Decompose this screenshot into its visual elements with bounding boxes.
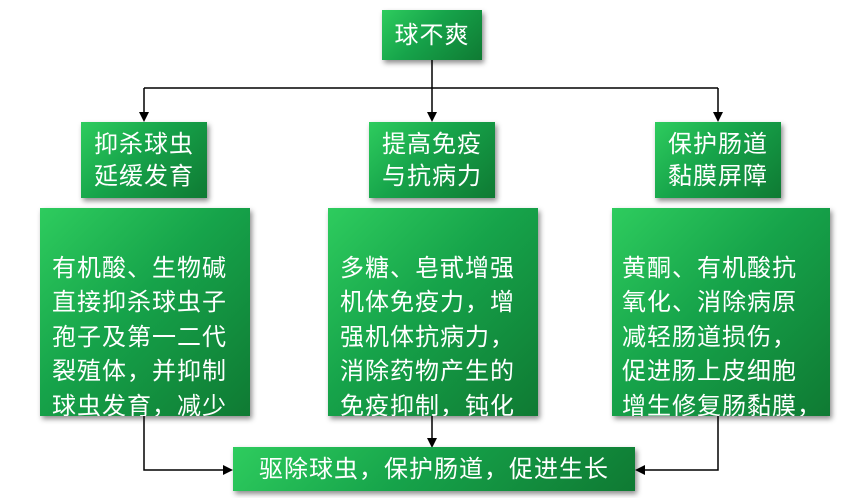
branch-detail-2: 多糖、皂甙增强 机体免疫力，增 强机体抗病力， 消除药物产生的 免疫抑制，钝化 …	[328, 208, 538, 416]
branch-detail-1-text: 有机酸、生物碱 直接抑杀球虫子 孢子及第一二代 裂殖体，并抑制 球虫发育，减少 …	[52, 253, 227, 417]
arrow-left-to-result	[143, 416, 233, 475]
root-node-label: 球不爽	[394, 21, 470, 49]
branch-title-3: 保护肠道 黏膜屏障	[655, 122, 781, 198]
branch-detail-3: 黄酮、有机酸抗 氧化、消除病原 减轻肠道损伤， 促进肠上皮细胞 增生修复肠黏膜，…	[612, 208, 830, 416]
branch-detail-3-text: 黄酮、有机酸抗 氧化、消除病原 减轻肠道损伤， 促进肠上皮细胞 增生修复肠黏膜，…	[622, 253, 822, 417]
result-node: 驱除球虫，保护肠道，促进生长	[233, 447, 635, 491]
branch-title-2: 提高免疫 与抗病力	[369, 122, 495, 198]
branch-detail-2-text: 多糖、皂甙增强 机体免疫力，增 强机体抗病力， 消除药物产生的 免疫抑制，钝化 …	[340, 253, 515, 417]
branch-detail-1: 有机酸、生物碱 直接抑杀球虫子 孢子及第一二代 裂殖体，并抑制 球虫发育，减少 …	[40, 208, 250, 416]
branch-title-1-label: 抑杀球虫 延缓发育	[94, 130, 194, 190]
arrow-right-to-result	[635, 416, 719, 475]
result-node-label: 驱除球虫，保护肠道，促进生长	[259, 455, 609, 483]
branch-title-1: 抑杀球虫 延缓发育	[81, 122, 207, 198]
branch-title-3-label: 保护肠道 黏膜屏障	[668, 130, 768, 190]
branch-title-2-label: 提高免疫 与抗病力	[382, 130, 482, 190]
root-node: 球不爽	[382, 10, 482, 60]
